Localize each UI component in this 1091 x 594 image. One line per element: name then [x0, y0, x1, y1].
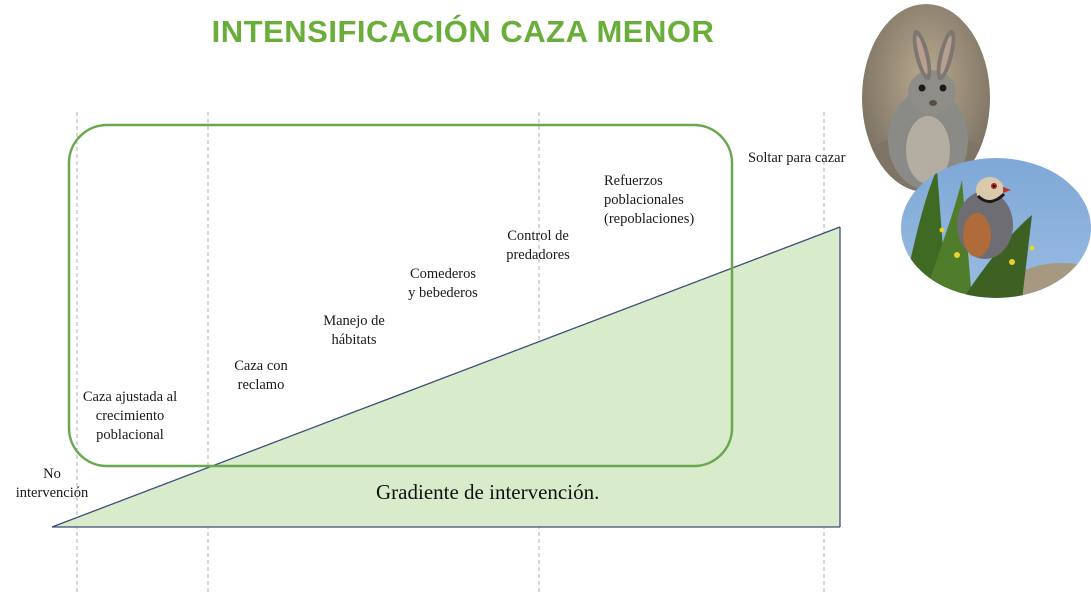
- stage-label-manejo-habitats: Manejo de hábitats: [323, 313, 385, 348]
- stage-label-no-intervention: No intervención: [15, 466, 89, 501]
- stage-label-caza-ajustada: Caza ajustada al crecimiento poblacional: [82, 389, 178, 443]
- stage-label-control-predadores: Control de predadores: [506, 228, 570, 263]
- page-title: INTENSIFICACIÓN CAZA MENOR: [211, 14, 715, 49]
- game-animal-photos: [862, 4, 1091, 298]
- highlight-box: [67, 123, 734, 468]
- rabbit-photo: [862, 4, 990, 192]
- gradient-label: Gradiente de intervención.: [376, 480, 600, 504]
- stage-label-caza-reclamo: Caza con reclamo: [234, 358, 288, 393]
- stage-label-soltar: Soltar para cazar: [748, 150, 846, 166]
- partridge-photo: [901, 158, 1091, 298]
- stage-label-comederos: Comederos y bebederos: [408, 266, 478, 301]
- stage-label-refuerzos: Refuerzos poblacionales (repoblaciones): [604, 173, 695, 227]
- triangle-slope-edge: [51, 226, 841, 528]
